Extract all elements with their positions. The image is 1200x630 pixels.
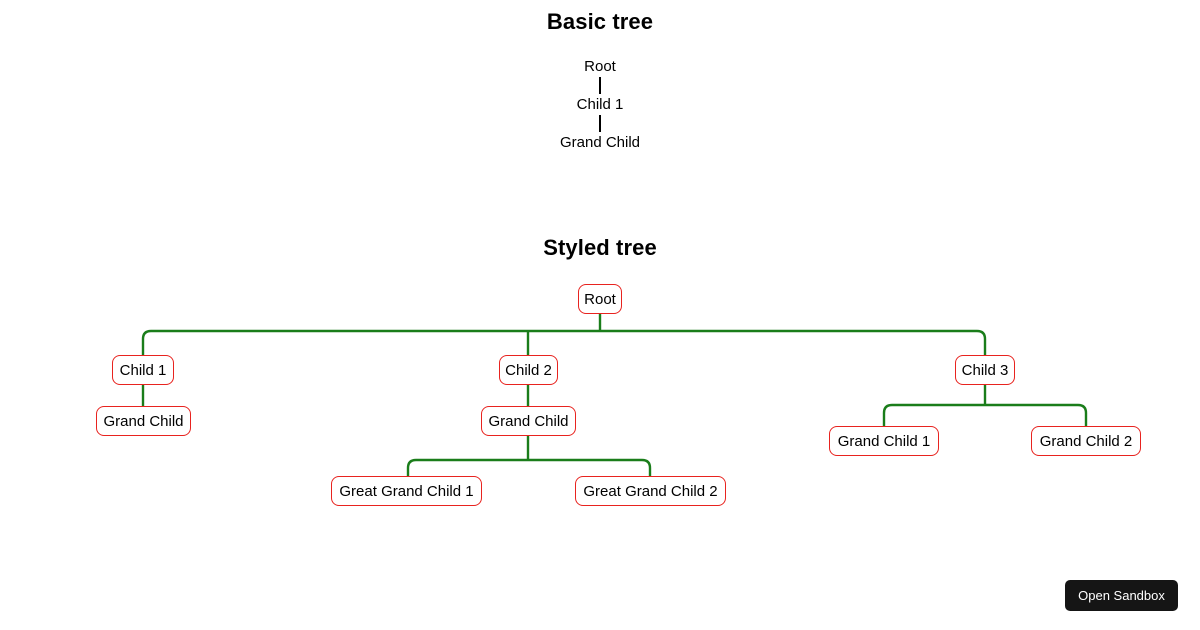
styled-node-child-3-grand-child-2[interactable]: Grand Child 2 (1031, 426, 1141, 456)
styled-node-child-3-grand-child-1[interactable]: Grand Child 1 (829, 426, 939, 456)
styled-node-root[interactable]: Root (578, 284, 622, 314)
basic-tree-title: Basic tree (546, 9, 654, 34)
edge-child3-grandchildren-bus (882, 403, 1088, 426)
edge-great-grandchild-bus (406, 458, 652, 476)
styled-node-child-3[interactable]: Child 3 (955, 355, 1015, 385)
styled-node-child-2-grand-child[interactable]: Grand Child (481, 406, 576, 436)
basic-edge-root-child1 (599, 77, 601, 94)
basic-node-root: Root (584, 58, 616, 75)
styled-node-great-grand-child-1[interactable]: Great Grand Child 1 (331, 476, 482, 506)
basic-node-child-1: Child 1 (576, 96, 624, 113)
styled-node-great-grand-child-2[interactable]: Great Grand Child 2 (575, 476, 726, 506)
styled-node-child-1-grand-child[interactable]: Grand Child (96, 406, 191, 436)
styled-node-child-2[interactable]: Child 2 (499, 355, 558, 385)
styled-node-child-1[interactable]: Child 1 (112, 355, 174, 385)
edge-level1-bus (141, 329, 987, 355)
styled-tree-title: Styled tree (543, 235, 657, 260)
basic-node-grand-child: Grand Child (559, 134, 641, 151)
open-sandbox-button[interactable]: Open Sandbox (1065, 580, 1178, 611)
basic-edge-child1-grandchild (599, 115, 601, 132)
basic-tree: Root Child 1 Grand Child (0, 56, 1200, 153)
